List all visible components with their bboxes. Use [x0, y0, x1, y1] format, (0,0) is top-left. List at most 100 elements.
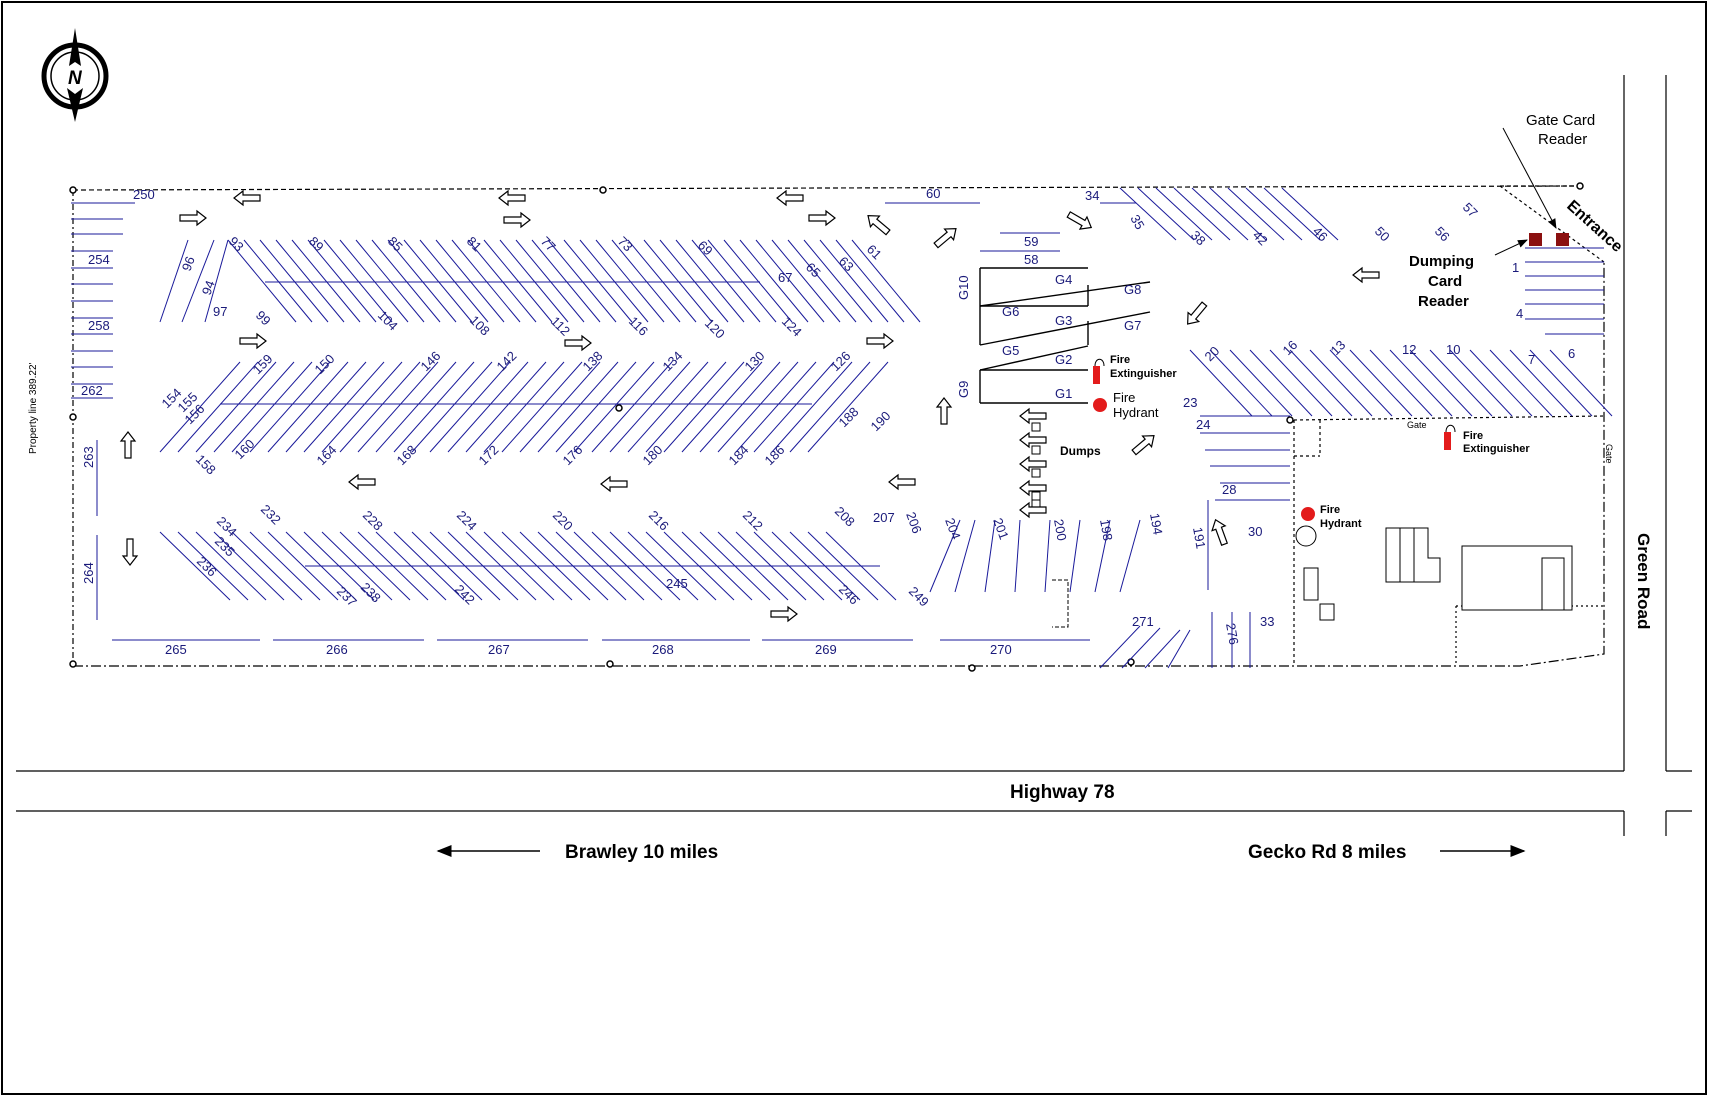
site-67-label: 67: [778, 270, 792, 285]
site-7-label: 7: [1528, 352, 1535, 367]
traffic-arrow-icon: [1187, 301, 1208, 325]
site-198-label: 198: [1097, 518, 1116, 542]
fire-hydrant-icon: [1093, 398, 1107, 412]
highway-label: Highway 78: [1010, 782, 1115, 803]
site-34-label: 34: [1085, 188, 1099, 203]
fire-extinguisher-icon: [1093, 358, 1105, 384]
traffic-arrow-icon: [808, 209, 836, 227]
traffic-arrow-icon: [867, 215, 891, 236]
traffic-arrow-icon: [1352, 266, 1380, 284]
site-268-label: 268: [652, 642, 674, 657]
traffic-arrow-icon: [498, 189, 526, 207]
traffic-arrow-icon: [1066, 211, 1093, 230]
property-boundary: [72, 185, 1605, 667]
site-206-label: 206: [903, 510, 925, 536]
site-265-label: 265: [165, 642, 187, 657]
gate-g2-label: G2: [1055, 352, 1072, 367]
site-245-label: 245: [666, 576, 688, 591]
gate-g6-label: G6: [1002, 304, 1019, 319]
site-204-label: 204: [942, 516, 964, 542]
site-201-label: 201: [990, 516, 1012, 542]
traffic-arrow-icon: [121, 538, 139, 566]
gate-card-reader-label: Gate Card Reader: [1526, 112, 1599, 148]
site-97-label: 97: [213, 304, 227, 319]
fire-extinguisher-label: Fire Extinguisher: [1110, 354, 1177, 380]
site-267-label: 267: [488, 642, 510, 657]
traffic-arrow-icon: [233, 189, 261, 207]
site-270-label: 270: [990, 642, 1012, 657]
dumps-label: Dumps: [1060, 444, 1101, 458]
traffic-arrow-icon: [776, 189, 804, 207]
traffic-arrow-icon: [1131, 435, 1155, 456]
site-12-label: 12: [1402, 342, 1416, 357]
site-10-label: 10: [1446, 342, 1460, 357]
traffic-arrow-icon: [1211, 518, 1229, 547]
site-30-label: 30: [1248, 524, 1262, 539]
dump-stalls: [1031, 422, 1069, 628]
g-building-group: [979, 267, 1151, 404]
buildings: [1295, 525, 1573, 621]
site-271-label: 271: [1132, 614, 1154, 629]
site-23-label: 23: [1183, 395, 1197, 410]
gate-g1-label: G1: [1055, 386, 1072, 401]
gate-g8-label: G8: [1124, 282, 1141, 297]
fire-extinguisher-label-2: Fire Extinguisher: [1463, 430, 1530, 455]
traffic-arrow-icon: [935, 397, 953, 425]
fire-hydrant-label: Fire Hydrant: [1113, 390, 1159, 420]
traffic-arrow-icon: [866, 332, 894, 350]
traffic-arrow-icon: [239, 332, 267, 350]
traffic-arrow-icon: [1019, 431, 1047, 449]
site-60-label: 60: [926, 186, 940, 201]
site-262-label: 262: [81, 383, 103, 398]
green-road-label: Green Road: [1634, 533, 1653, 629]
site-200-label: 200: [1051, 518, 1070, 542]
site-264-label: 264: [81, 562, 96, 584]
fire-hydrant-label-2: Fire Hydrant: [1320, 504, 1362, 530]
gate-g7-label: G7: [1124, 318, 1141, 333]
gate-g4-label: G4: [1055, 272, 1072, 287]
diagonal-stall-rows: [159, 187, 1613, 669]
traffic-arrow-icon: [888, 473, 916, 491]
fire-extinguisher-icon-2: [1444, 424, 1456, 450]
gate-card-reader-icon: [1556, 233, 1569, 246]
traffic-arrow-icon: [770, 605, 798, 623]
compass-icon: N: [41, 28, 109, 122]
traffic-arrow-icon: [600, 475, 628, 493]
fire-hydrant-icon-2: [1301, 507, 1315, 521]
site-266-label: 266: [326, 642, 348, 657]
site-194-label: 194: [1147, 512, 1166, 536]
dumping-card-reader-label: Dumping Card Reader: [1409, 253, 1478, 310]
site-263-label: 263: [81, 446, 96, 468]
site-33-label: 33: [1260, 614, 1274, 629]
site-250-label: 250: [133, 187, 155, 202]
traffic-arrow-icon: [1019, 455, 1047, 473]
boundary-posts: [69, 182, 1584, 672]
traffic-arrow-icon: [933, 228, 957, 249]
site-4-label: 4: [1516, 306, 1523, 321]
traffic-arrow-icon: [179, 209, 207, 227]
dumping-card-reader-icon: [1529, 233, 1542, 246]
traffic-arrow-icon: [503, 211, 531, 229]
traffic-arrow-icon: [564, 334, 592, 352]
site-276-label: 276: [1223, 622, 1242, 646]
site-24-label: 24: [1196, 417, 1210, 432]
site-59-label: 59: [1024, 234, 1038, 249]
site-1-label: 1: [1512, 260, 1519, 275]
site-207-label: 207: [873, 510, 895, 525]
property-line-label: Property line 389.22': [28, 362, 39, 454]
site-94-label: 94: [199, 278, 218, 297]
compass-letter: N: [68, 68, 83, 89]
site-96-label: 96: [179, 254, 198, 273]
site-258-label: 258: [88, 318, 110, 333]
traffic-arrow-icon: [119, 431, 137, 459]
brawley-label: Brawley 10 miles: [565, 842, 718, 863]
gate-g9-label: G9: [956, 381, 971, 398]
site-269-label: 269: [815, 642, 837, 657]
gate-g3-label: G3: [1055, 313, 1072, 328]
site-35-label: 35: [1127, 212, 1147, 232]
traffic-arrow-icon: [348, 473, 376, 491]
gate-g10-label: G10: [956, 275, 971, 300]
